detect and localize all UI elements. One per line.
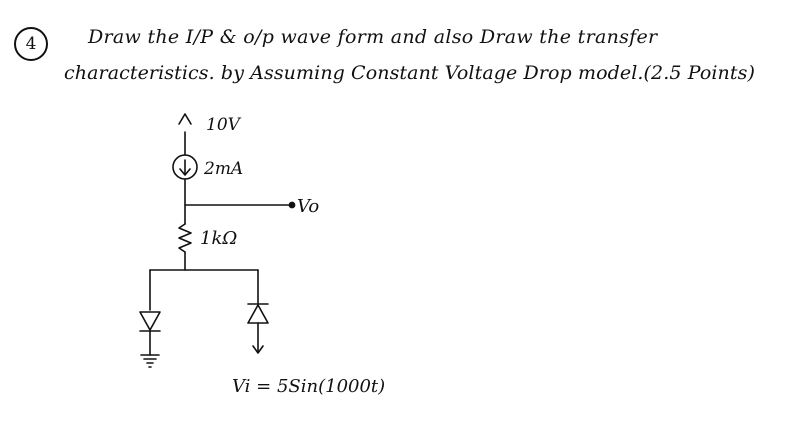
current-source-label: 2mA: [203, 159, 243, 179]
output-label: Vo: [297, 196, 319, 217]
resistor-label: 1kΩ: [200, 228, 237, 249]
question-text-line1: Draw the I/P & o/p wave form and also Dr…: [88, 26, 658, 48]
right-diode-icon: [247, 304, 269, 324]
input-arrow-icon: [252, 345, 264, 354]
supply-arrow-icon: [178, 113, 192, 125]
current-source-arrow-head: [179, 168, 191, 176]
input-label: Vi = 5Sin(1000t): [232, 376, 385, 397]
question-number: 4: [14, 27, 48, 61]
output-terminal: [288, 201, 296, 209]
question-text-line2: characteristics. by Assuming Constant Vo…: [64, 62, 755, 84]
resistor-icon: [178, 223, 192, 253]
supply-label: 10V: [206, 115, 242, 135]
left-diode-icon: [139, 311, 161, 331]
question-number-text: 4: [25, 34, 37, 54]
